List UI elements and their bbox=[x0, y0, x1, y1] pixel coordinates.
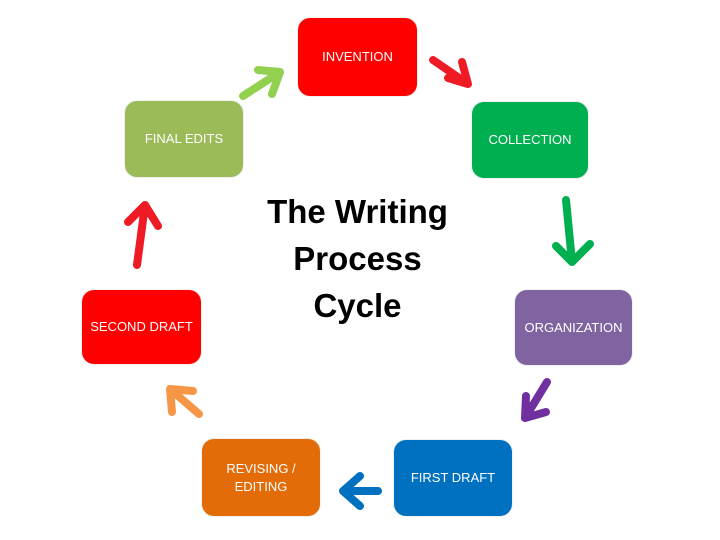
title-line-2: Process bbox=[293, 240, 422, 277]
arrow-final-edits-to-invention bbox=[239, 66, 284, 100]
diagram-title: The Writing Process Cycle bbox=[225, 188, 490, 329]
node-invention: INVENTION bbox=[298, 18, 417, 96]
node-collection-label: COLLECTION bbox=[488, 132, 572, 148]
title-line-1: The Writing bbox=[267, 193, 448, 230]
arrow-invention-to-collection bbox=[429, 56, 472, 88]
node-final-edits: FINAL EDITS bbox=[125, 101, 243, 177]
arrow-revising-to-second-draft bbox=[166, 385, 203, 418]
node-final-edits-label: FINAL EDITS bbox=[144, 131, 224, 147]
node-first-draft: FIRST DRAFT bbox=[394, 440, 512, 516]
arrow-first-draft-to-revising bbox=[339, 472, 382, 510]
node-organization: ORGANIZATION bbox=[515, 290, 632, 365]
node-invention-label: INVENTION bbox=[322, 49, 393, 65]
node-revising-editing: REVISING / EDITING bbox=[202, 439, 320, 516]
arrow-second-draft-to-final-edits bbox=[124, 201, 162, 269]
node-first-draft-label: FIRST DRAFT bbox=[410, 470, 496, 486]
node-organization-label: ORGANIZATION bbox=[524, 319, 623, 335]
title-line-3: Cycle bbox=[313, 287, 402, 324]
arrow-organization-to-first-draft bbox=[521, 378, 551, 422]
node-second-draft-label: SECOND DRAFT bbox=[90, 319, 193, 335]
node-second-draft: SECOND DRAFT bbox=[82, 290, 201, 364]
node-collection: COLLECTION bbox=[472, 102, 588, 178]
node-revising-label-line1: REVISING / bbox=[226, 460, 296, 476]
arrow-collection-to-organization bbox=[552, 196, 594, 266]
node-revising-label-line2: EDITING bbox=[234, 478, 288, 494]
